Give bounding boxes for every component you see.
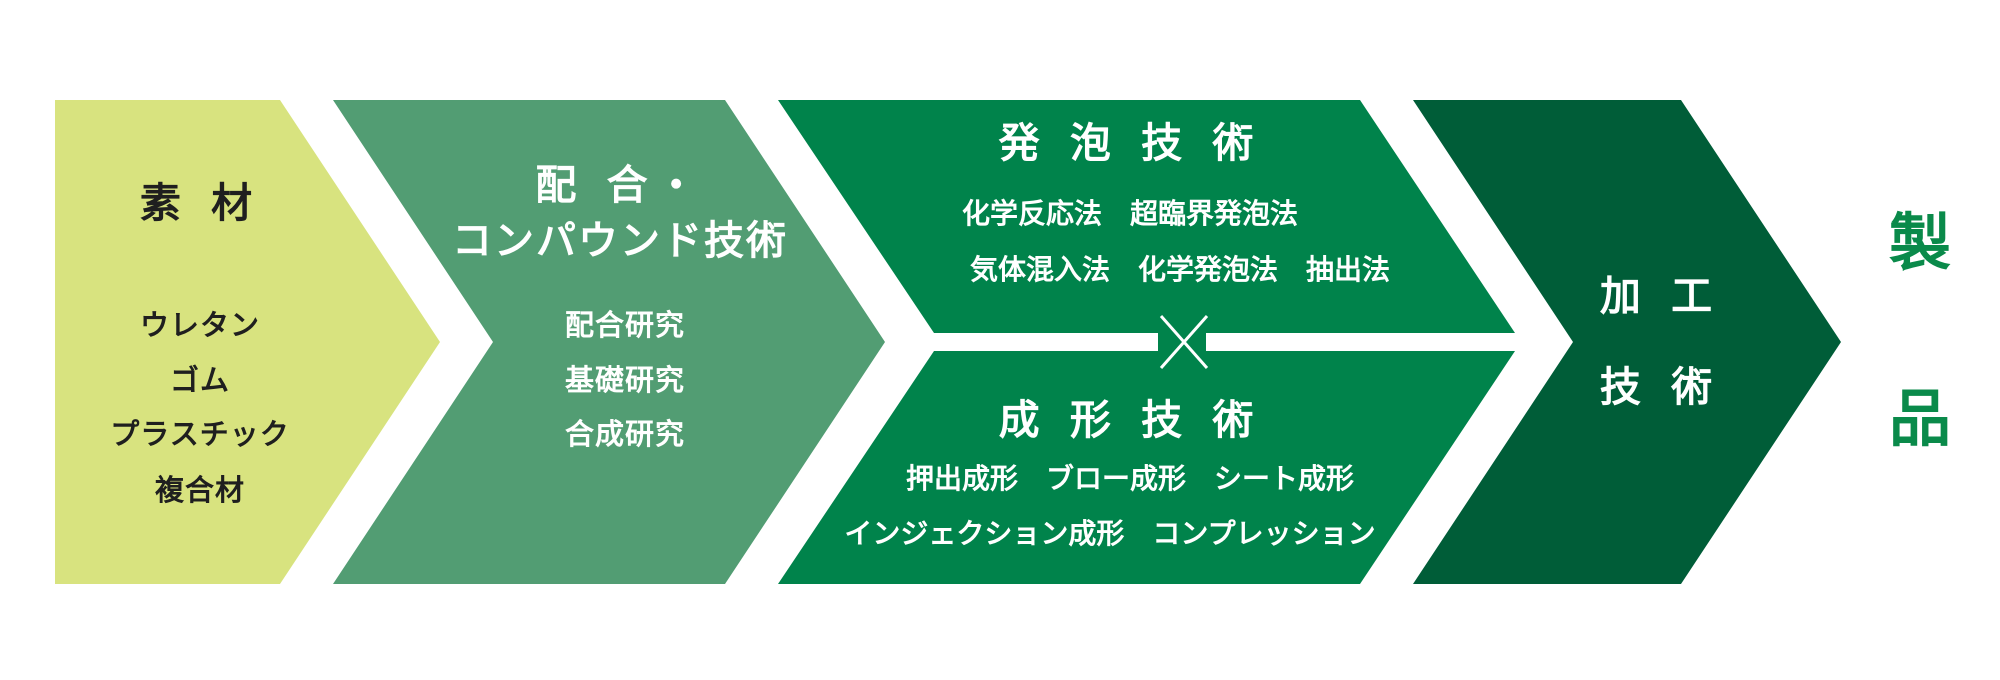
compounding-arrow (333, 100, 885, 584)
foaming-title: 発 泡 技 術 (998, 119, 1262, 167)
materials-item: ウレタン (139, 308, 260, 342)
materials-item: ゴム (169, 363, 230, 397)
molding-title: 成 形 技 術 (998, 396, 1262, 444)
molding-methods: 押出成形 ブロー成形 シート成形 (905, 462, 1354, 495)
foaming-methods: 気体混入法 化学発泡法 抽出法 (969, 253, 1390, 286)
cross-icon (1158, 315, 1209, 369)
compounding-title: 配 合・ (535, 161, 705, 209)
processing-arrow (1413, 100, 1841, 584)
molding-methods: インジェクション成形 コンプレッション (844, 517, 1376, 550)
product-label: 品 (1888, 382, 1951, 455)
compounding-title: コンパウンド技術 (452, 218, 788, 264)
materials-arrow (55, 100, 440, 584)
compounding-item: 合成研究 (564, 417, 685, 451)
product-label: 製 (1888, 206, 1951, 279)
processing-title: 技 術 (1599, 363, 1721, 411)
processing-title: 加 工 (1599, 272, 1721, 320)
compounding-item: 配合研究 (564, 308, 685, 342)
materials-title: 素 材 (139, 179, 261, 227)
foaming-arrow (778, 100, 1515, 333)
foaming-methods: 化学反応法 超臨界発泡法 (961, 197, 1298, 230)
molding-arrow (778, 351, 1515, 584)
compounding-item: 基礎研究 (564, 363, 685, 397)
materials-item: プラスチック (110, 417, 290, 451)
materials-item: 複合材 (154, 473, 245, 507)
